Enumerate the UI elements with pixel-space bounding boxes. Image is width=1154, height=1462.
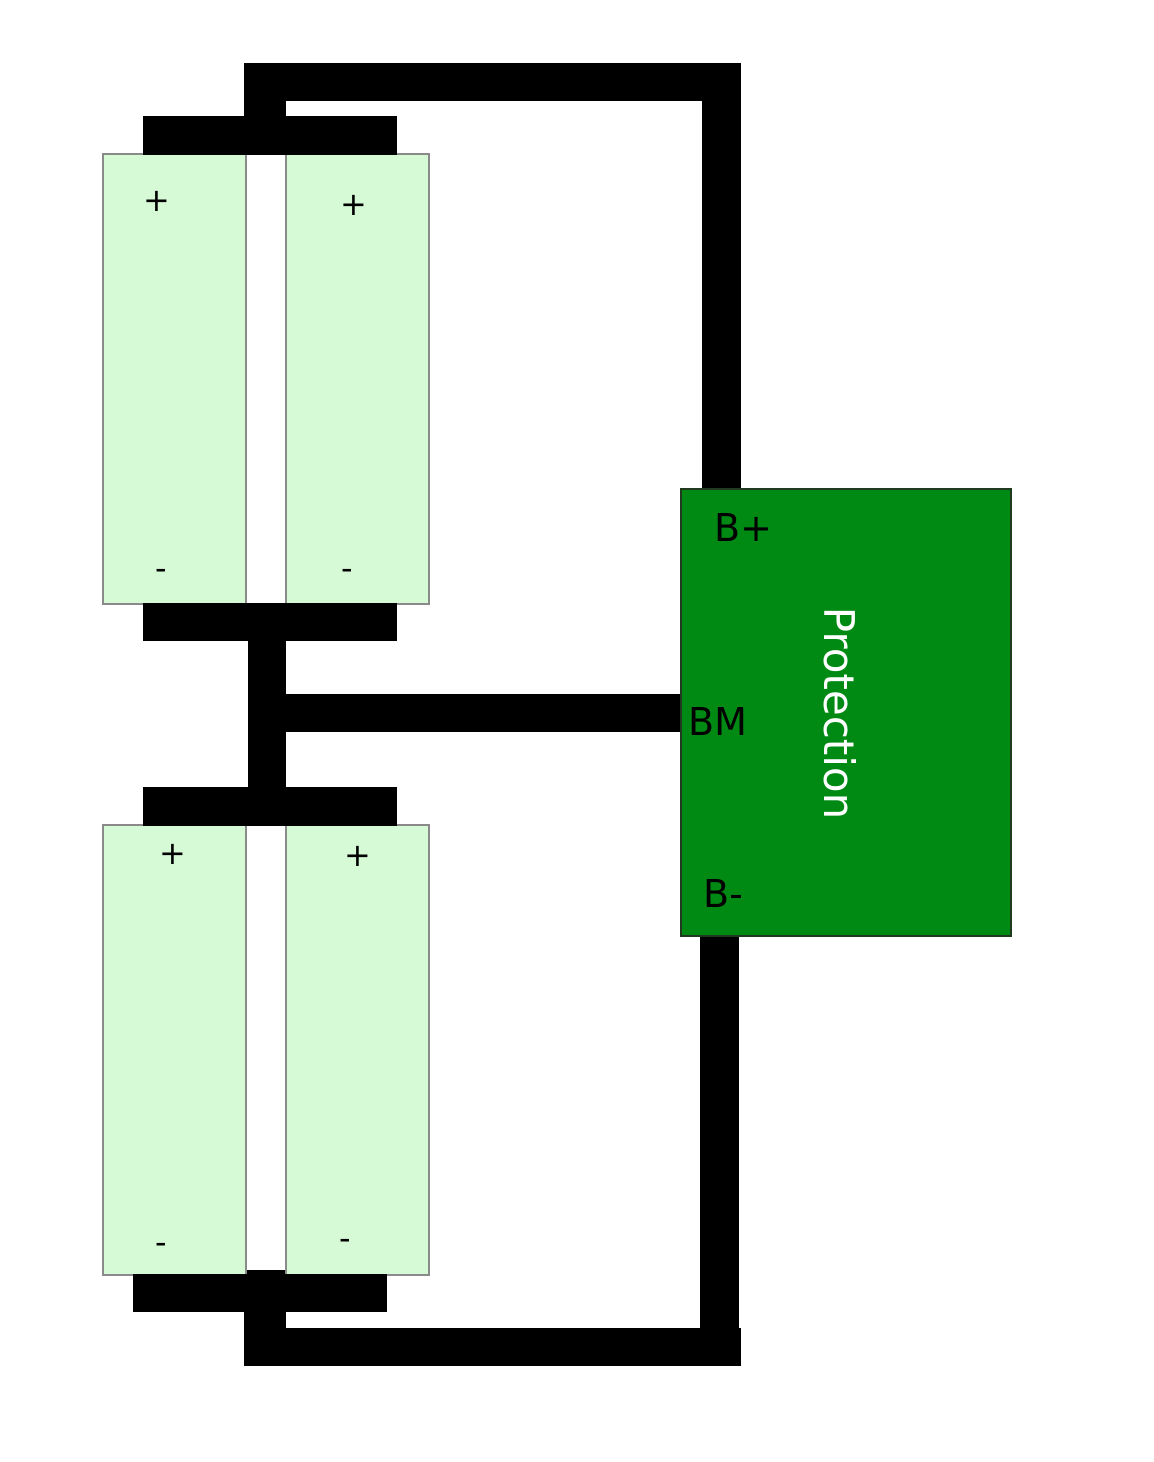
wire-top-horizontal (244, 63, 741, 101)
cell-negative-label: - (341, 549, 353, 587)
cell-negative-label: - (339, 1219, 351, 1257)
battery-cell-bottom-right (285, 824, 430, 1276)
battery-cell-top-right (285, 153, 430, 605)
terminal-b-minus-label: B- (703, 872, 743, 916)
cell-negative-label: - (155, 1223, 167, 1261)
cell-negative-label: - (155, 549, 167, 587)
cell-positive-label: + (159, 834, 186, 872)
protection-board (680, 488, 1012, 937)
cell-positive-label: + (344, 836, 371, 874)
terminal-b-plus-label: B+ (714, 506, 772, 550)
wire-bottom-horizontal (244, 1328, 741, 1366)
busbar-bottom-negative (133, 1274, 387, 1312)
wire-right-lower-vertical (700, 936, 739, 1366)
busbar-top-negative (143, 603, 397, 641)
wire-right-upper-vertical (702, 63, 741, 490)
terminal-bm-label: BM (688, 700, 747, 744)
cell-positive-label: + (340, 185, 367, 223)
wire-middle-horizontal (248, 694, 682, 732)
busbar-top-positive (143, 116, 397, 155)
cell-positive-label: + (143, 181, 170, 219)
battery-cell-top-left (102, 153, 247, 605)
protection-board-label: Protection (814, 606, 863, 820)
battery-cell-bottom-left (102, 824, 247, 1276)
busbar-bottom-positive (143, 787, 397, 826)
